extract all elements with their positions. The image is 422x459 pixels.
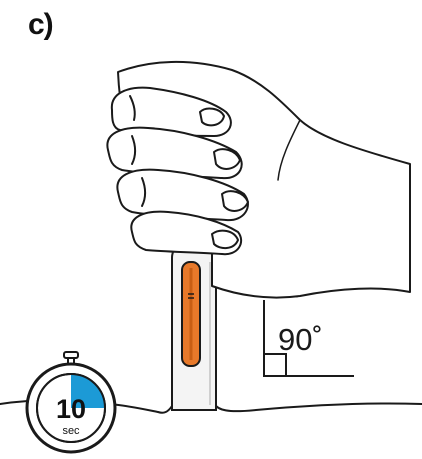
stopwatch-icon: 10 sec: [27, 352, 115, 452]
right-angle-mark: [264, 354, 286, 376]
stopwatch-unit: sec: [62, 425, 80, 437]
stopwatch-value: 10: [56, 394, 86, 424]
hand: [107, 62, 410, 298]
skin-line-right: [216, 403, 422, 411]
angle-label: 90˚: [278, 322, 323, 357]
autoinjector-pen: [172, 246, 216, 410]
